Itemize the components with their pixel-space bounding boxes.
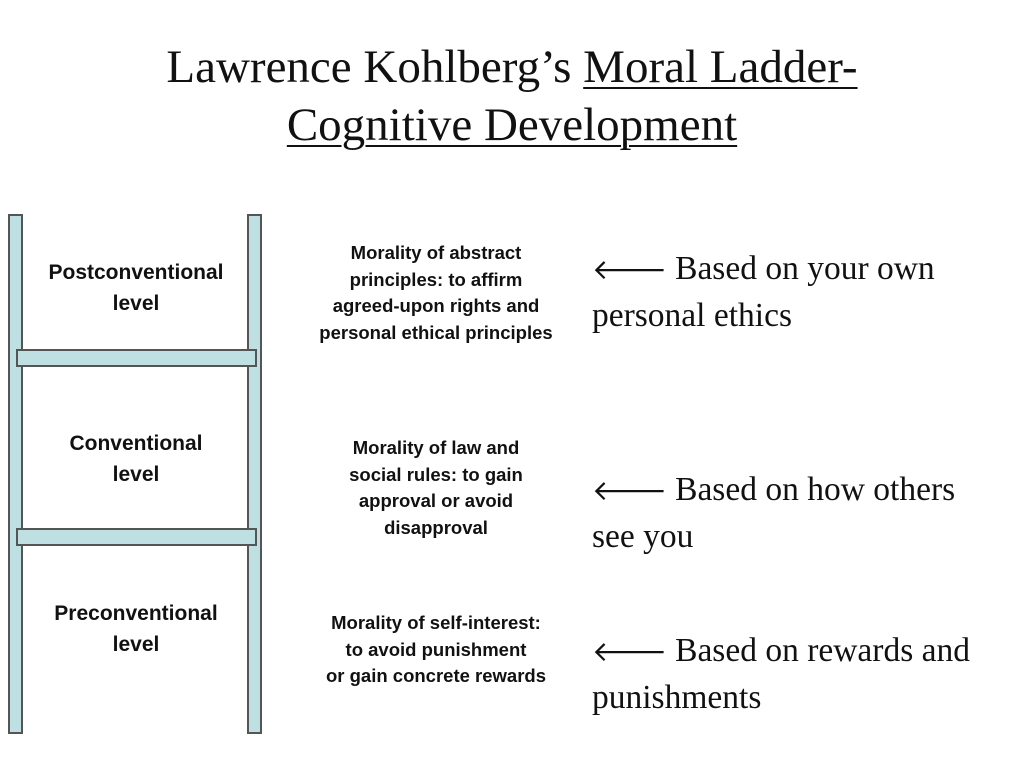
level-suffix: level	[112, 633, 160, 656]
morality-line: Morality of law and	[352, 437, 520, 458]
basis-statement-conventional: 🡐Based on how others see you	[592, 467, 1012, 560]
ladder-right-rail	[247, 214, 262, 734]
basis-statement-postconventional: 🡐Based on your own personal ethics	[592, 246, 1012, 339]
morality-line: personal ethical principles	[319, 321, 553, 343]
basis-statement-preconventional: 🡐Based on rewards and punishments	[592, 628, 1012, 721]
basis-line: personal ethics	[592, 297, 793, 334]
slide-title: Lawrence Kohlberg’s Moral Ladder- Cognit…	[0, 38, 1024, 154]
morality-line: Morality of self-interest:	[331, 612, 541, 633]
morality-line: Morality of abstract	[350, 242, 522, 263]
level-label-postconventional: Postconventional level	[16, 257, 256, 319]
ladder-left-rail	[8, 214, 23, 734]
arrow-left-icon: 🡐	[592, 253, 668, 286]
level-name: Conventional	[69, 432, 203, 455]
level-label-conventional: Conventional level	[16, 428, 256, 490]
basis-line: punishments	[592, 679, 762, 716]
morality-line: disapproval	[384, 516, 488, 538]
basis-line: Based on rewards and	[675, 632, 970, 669]
title-underlined-line2: Cognitive Development	[286, 99, 738, 151]
basis-line: Based on your own	[675, 250, 935, 287]
level-name: Preconventional	[54, 602, 218, 625]
ladder-rung-lower	[16, 528, 257, 546]
level-label-preconventional: Preconventional level	[16, 598, 256, 660]
morality-line: social rules: to gain	[349, 463, 523, 485]
basis-line: Based on how others	[675, 471, 956, 508]
title-underlined-line1: Moral Ladder-	[583, 41, 858, 93]
morality-line: principles: to affirm	[349, 268, 523, 290]
level-name: Postconventional	[48, 261, 224, 284]
level-suffix: level	[112, 292, 160, 315]
morality-description-preconventional: Morality of self-interest: to avoid puni…	[288, 610, 584, 690]
morality-line: agreed-upon rights and	[332, 295, 540, 316]
basis-line: see you	[592, 518, 694, 555]
arrow-left-icon: 🡐	[592, 474, 668, 507]
morality-description-postconventional: Morality of abstract principles: to affi…	[288, 240, 584, 346]
arrow-left-icon: 🡐	[592, 635, 668, 668]
morality-line: approval or avoid	[358, 490, 514, 511]
title-prefix: Lawrence Kohlberg’s	[166, 41, 584, 93]
morality-line: or gain concrete rewards	[325, 665, 547, 686]
morality-description-conventional: Morality of law and social rules: to gai…	[288, 435, 584, 541]
level-suffix: level	[112, 463, 160, 486]
morality-line: to avoid punishment	[345, 638, 527, 660]
ladder-rung-upper	[16, 349, 257, 367]
